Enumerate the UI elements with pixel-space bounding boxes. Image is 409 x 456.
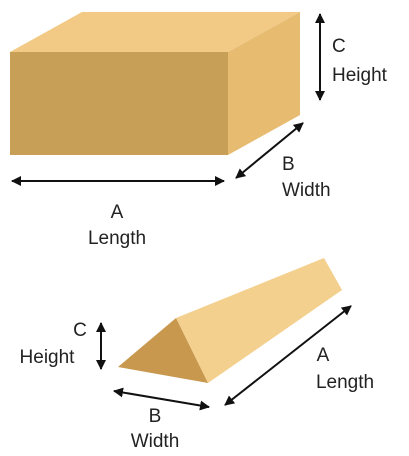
box-height-label: Height — [332, 65, 388, 86]
box-height-letter: C — [332, 36, 346, 57]
prism-height-letter: C — [73, 320, 87, 341]
box-front-face — [10, 52, 228, 155]
prism-width-label: Width — [131, 431, 180, 452]
prism-length-arrow — [224, 305, 352, 406]
triangular-prism — [118, 258, 342, 383]
prism-front-face — [118, 318, 208, 383]
prism-width-letter: B — [149, 406, 162, 427]
box-width-letter: B — [282, 154, 295, 175]
prism-width-arrow — [113, 387, 210, 411]
prism-length-letter: A — [317, 345, 330, 366]
box-top-face — [10, 12, 300, 52]
rectangular-box — [10, 12, 300, 155]
prism-height-label: Height — [20, 347, 76, 368]
box-side-face — [228, 12, 300, 155]
box-width-arrow — [235, 122, 304, 179]
box-length-label: Length — [88, 228, 146, 249]
box-width-label: Width — [282, 180, 331, 201]
prism-length-label: Length — [316, 372, 374, 393]
box-length-letter: A — [111, 202, 124, 223]
